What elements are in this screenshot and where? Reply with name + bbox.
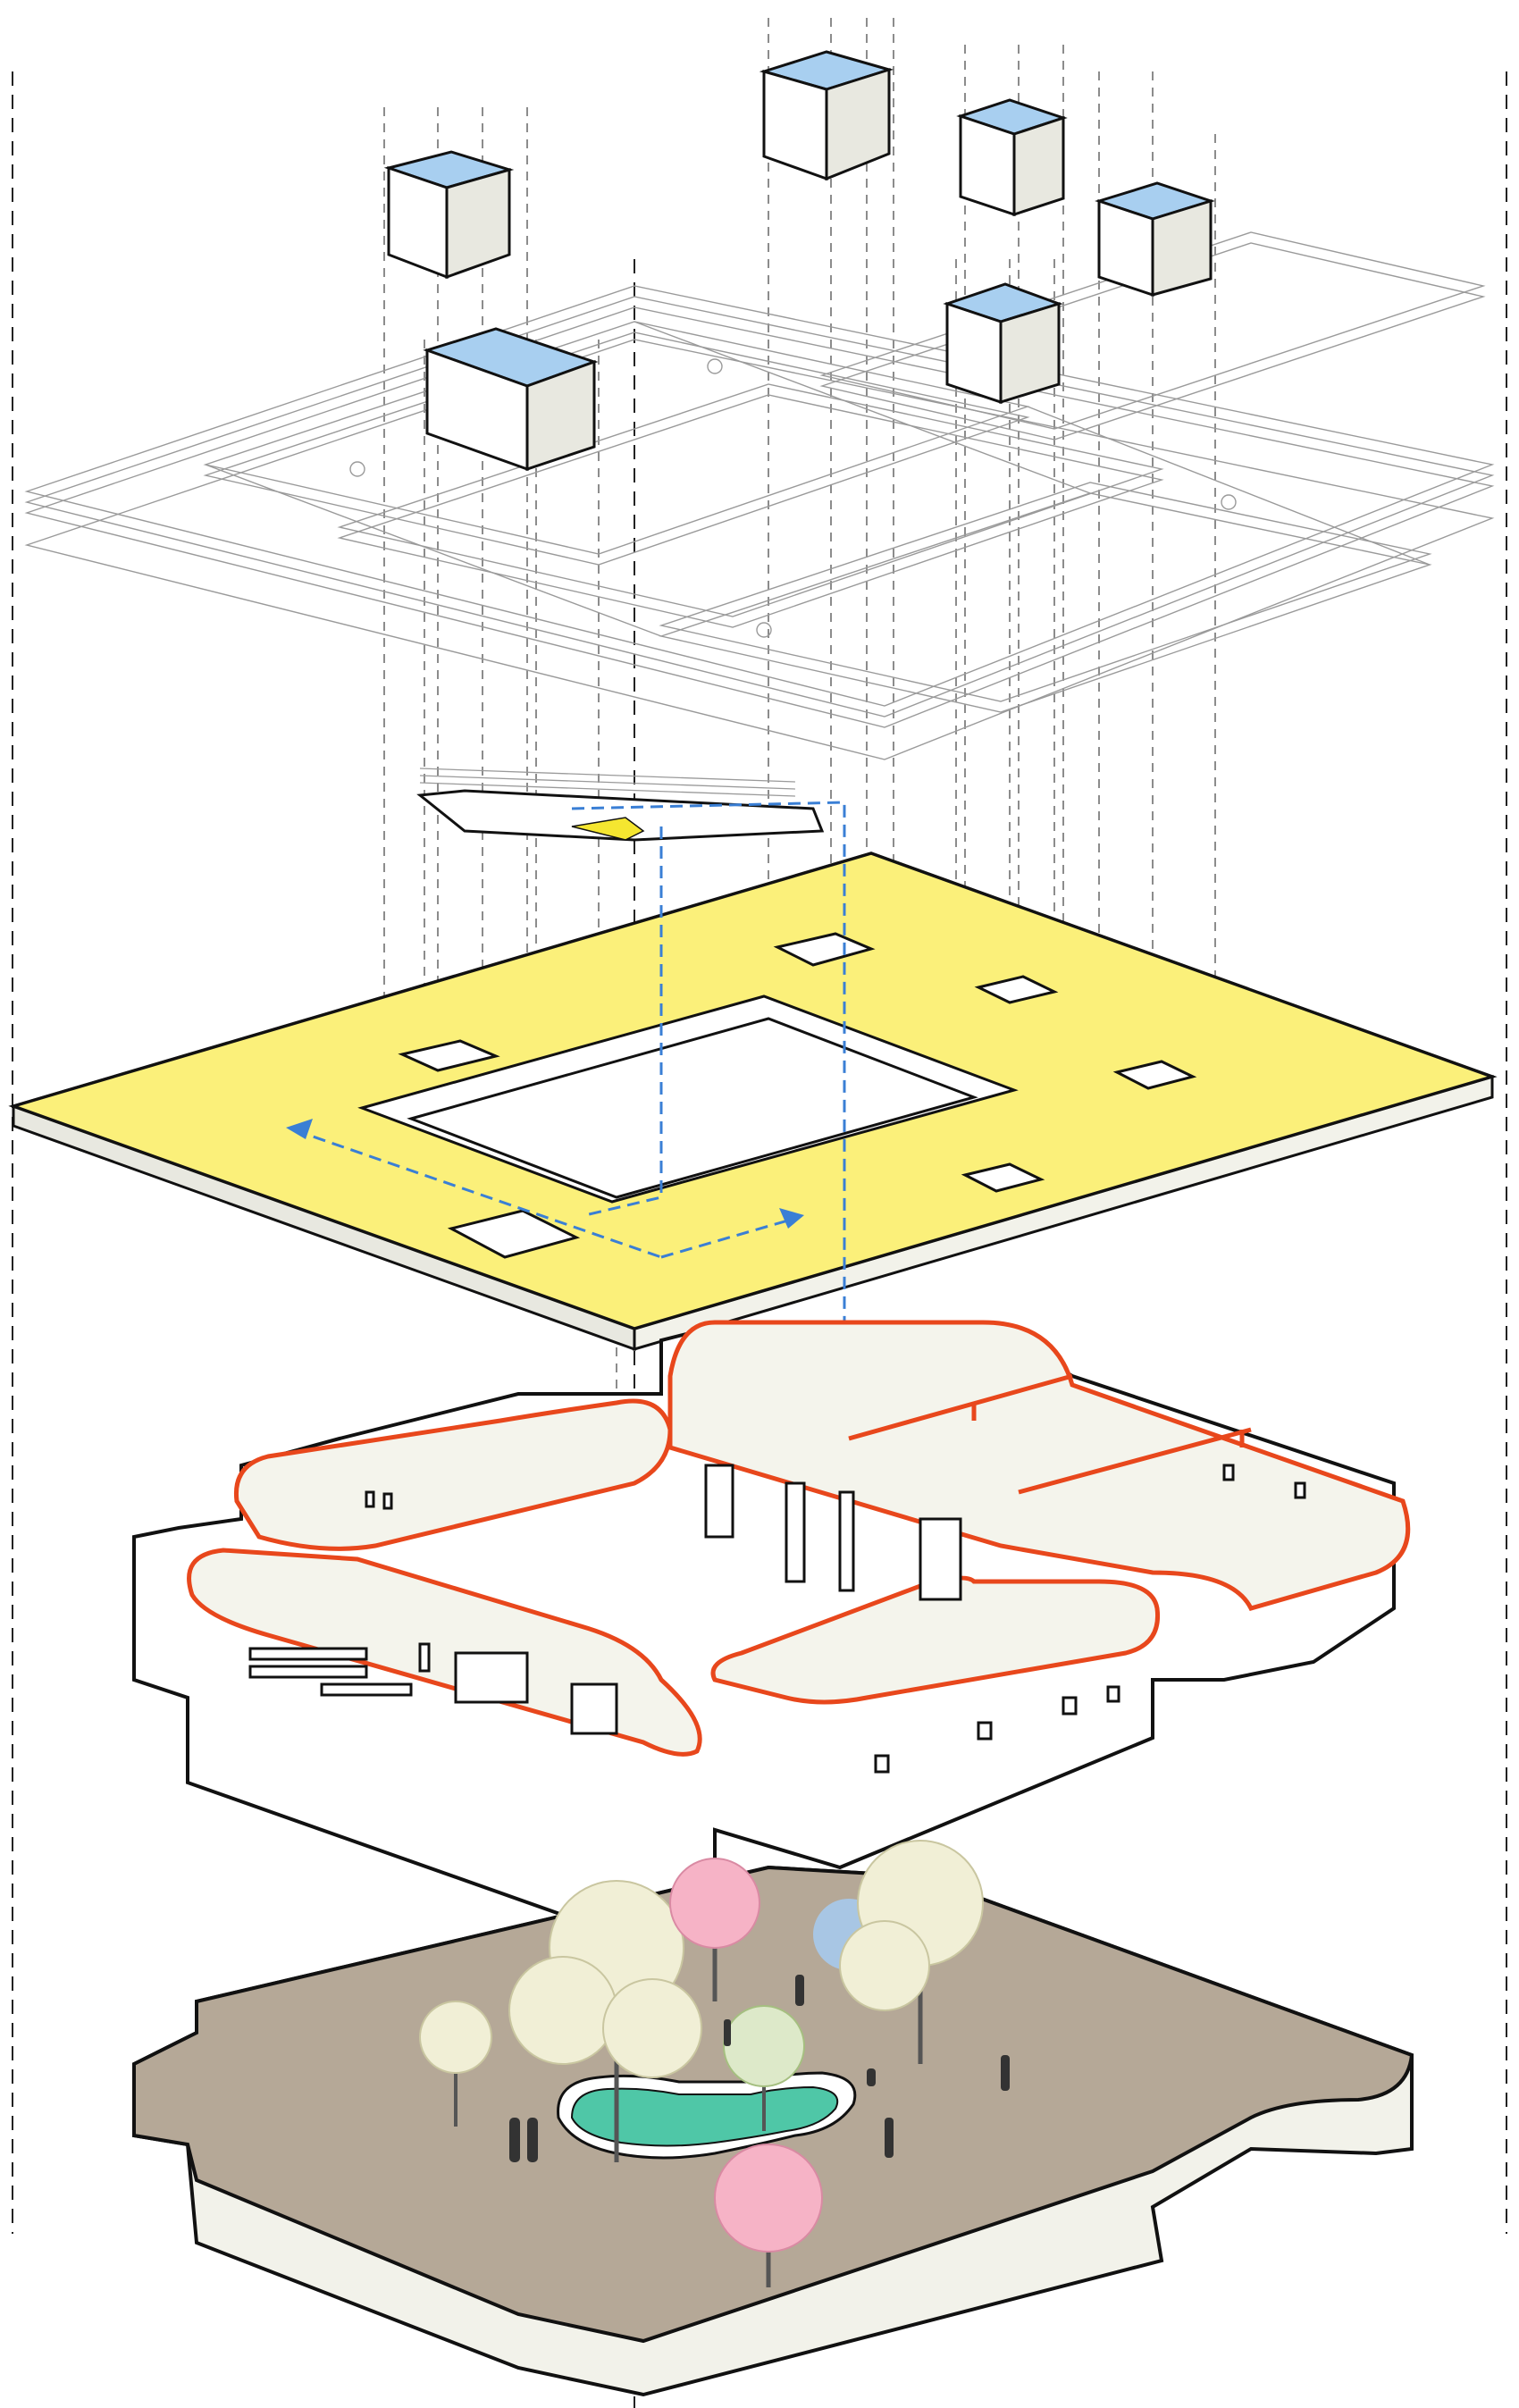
pool: [557, 2071, 857, 2160]
roof-slab-layer: [8, 801, 1498, 1412]
circulation-arrows: [294, 801, 846, 1412]
skylight-1: [383, 150, 515, 280]
tree-small-left: [419, 2001, 492, 2127]
walls-layer: [132, 1320, 1411, 1946]
tree-green: [723, 2005, 805, 2131]
tree-pink-bottom: [714, 2144, 823, 2287]
roof-structure-layer: [24, 231, 1495, 760]
skylight-5: [1095, 181, 1215, 298]
skylight-2: [423, 327, 599, 472]
skylight-6: [943, 282, 1063, 405]
trees: [419, 1840, 984, 2287]
tree-pink-top: [669, 1858, 760, 2001]
skylights-layer: [383, 50, 1215, 472]
tree-tall-left: [508, 1880, 702, 2162]
stair-landing-layer: [416, 768, 825, 842]
ground-layer: [132, 1840, 1414, 2397]
skylight-4: [956, 98, 1068, 217]
skylight-3: [759, 50, 894, 181]
people: [509, 1975, 1010, 2162]
roof-openings: [398, 932, 1197, 1259]
wall-openings: [248, 1464, 1306, 1774]
tree-right: [839, 1840, 984, 2064]
